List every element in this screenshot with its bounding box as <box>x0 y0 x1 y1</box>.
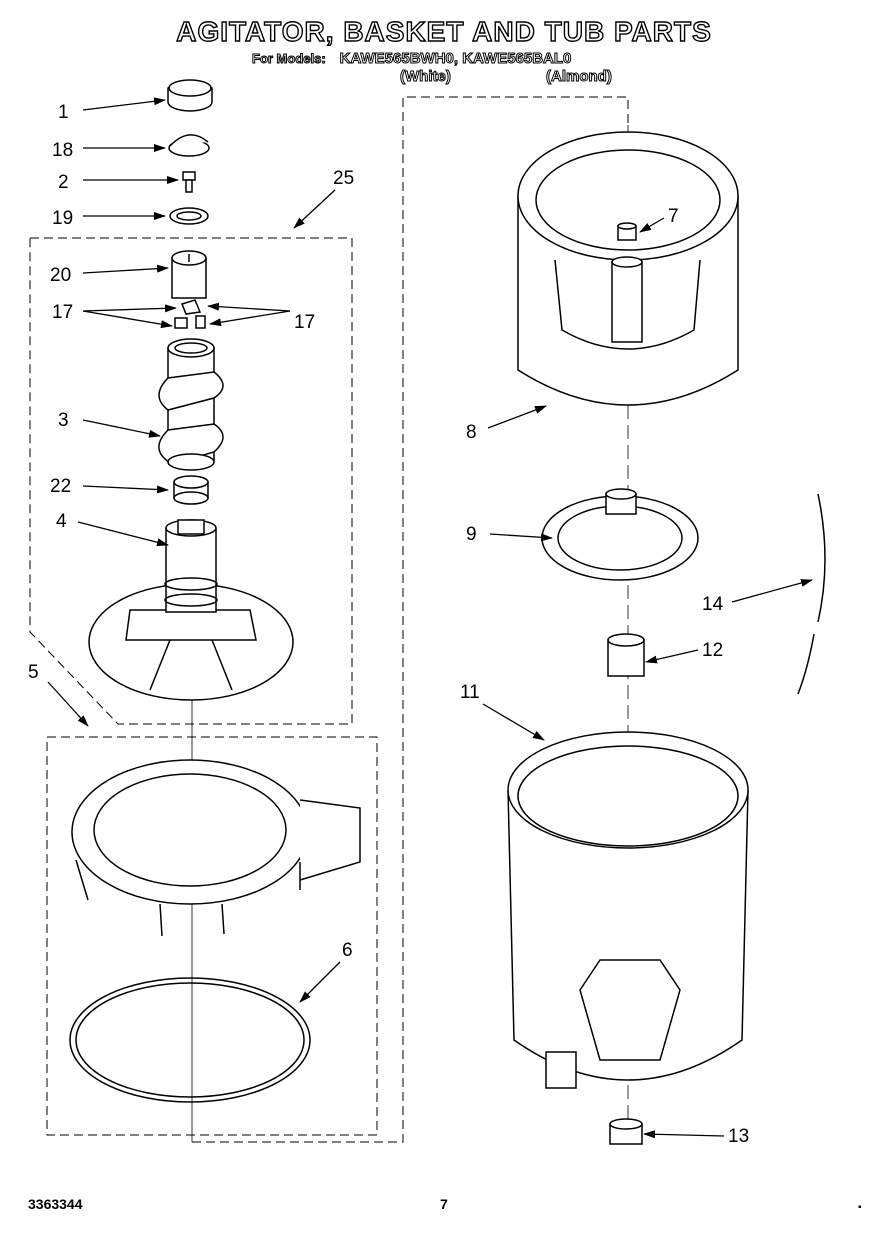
part-9-hub <box>541 488 699 581</box>
part-4-agitator-base <box>88 519 294 701</box>
models-list: KAWE565BWH0, KAWE565BAL0 <box>339 50 572 68</box>
callout-2: 2 <box>58 172 69 193</box>
part-13-drain-plug <box>609 1118 643 1145</box>
part-8-basket <box>517 131 739 406</box>
callout-17-left: 17 <box>52 302 73 323</box>
arrow-12 <box>645 649 699 664</box>
arrow-11 <box>482 703 545 741</box>
part-20-cam <box>171 250 207 299</box>
arrow-1 <box>82 97 166 111</box>
arrow-7 <box>639 217 665 233</box>
callout-19: 19 <box>52 208 73 229</box>
arrow-14 <box>731 579 813 603</box>
arrow-17-right-b <box>209 310 291 327</box>
page-title: AGITATOR, BASKET AND TUB PARTS <box>176 15 712 47</box>
callout-9: 9 <box>466 524 477 545</box>
callout-labels: 1 18 2 19 25 20 17 17 3 22 4 5 6 7 8 9 1… <box>28 102 749 1147</box>
footer-document-number: 3363344 <box>28 1196 83 1212</box>
models-label: For Models: <box>252 51 327 67</box>
part-12-clutch <box>607 633 645 677</box>
part-22-bearing <box>173 475 209 505</box>
callout-22: 22 <box>50 476 71 497</box>
callout-5: 5 <box>28 662 39 683</box>
arrow-25 <box>293 189 336 229</box>
arrow-4 <box>77 521 169 547</box>
footer-mark: ▪ <box>858 1202 862 1213</box>
color-almond-label: (Almond) <box>546 68 613 86</box>
arrow-9 <box>489 533 553 542</box>
part-1-agitator-cap <box>167 79 213 112</box>
arrow-17-left-a <box>82 310 173 329</box>
callout-3: 3 <box>58 410 69 431</box>
arrow-22 <box>82 485 169 494</box>
arrow-17-right-a <box>207 302 291 312</box>
callout-1: 1 <box>58 102 69 123</box>
arrow-3 <box>82 419 161 438</box>
part-3-auger <box>158 338 224 471</box>
callout-6: 6 <box>342 940 353 961</box>
callout-18: 18 <box>52 140 73 161</box>
callout-14: 14 <box>702 594 724 615</box>
part-5-tub-ring <box>71 759 361 937</box>
part-7-nut <box>617 222 637 241</box>
arrow-13 <box>643 1130 725 1139</box>
part-11-outer-tub <box>507 731 749 1089</box>
arrow-20 <box>82 264 169 274</box>
callout-8: 8 <box>466 422 477 443</box>
models-line: For Models: KAWE565BWH0, KAWE565BAL0 <box>252 50 572 68</box>
arrow-8 <box>487 405 547 429</box>
callout-20: 20 <box>50 265 71 286</box>
callout-12: 12 <box>702 640 723 661</box>
callout-4: 4 <box>56 511 67 532</box>
part-18-cap-insert <box>168 134 210 157</box>
footer-page-number: 7 <box>440 1196 448 1212</box>
part-14-seal-strip <box>797 493 826 695</box>
callout-11: 11 <box>460 682 480 703</box>
callout-17-right: 17 <box>294 312 315 333</box>
callout-13: 13 <box>728 1126 749 1147</box>
group-box-agitator <box>29 237 353 725</box>
part-19-washer <box>169 207 209 225</box>
arrow-5 <box>47 681 89 727</box>
arrow-6 <box>299 961 341 1003</box>
part-6-ring <box>69 977 311 1103</box>
color-white-label: (White) <box>400 68 452 86</box>
arrow-17-left-b <box>82 304 177 313</box>
callout-7: 7 <box>668 206 679 227</box>
leader-arrows <box>47 97 813 1139</box>
part-17-dogs <box>174 299 206 329</box>
dashed-connector <box>192 96 629 1143</box>
part-2-bolt <box>182 171 196 193</box>
callout-25: 25 <box>333 168 354 189</box>
